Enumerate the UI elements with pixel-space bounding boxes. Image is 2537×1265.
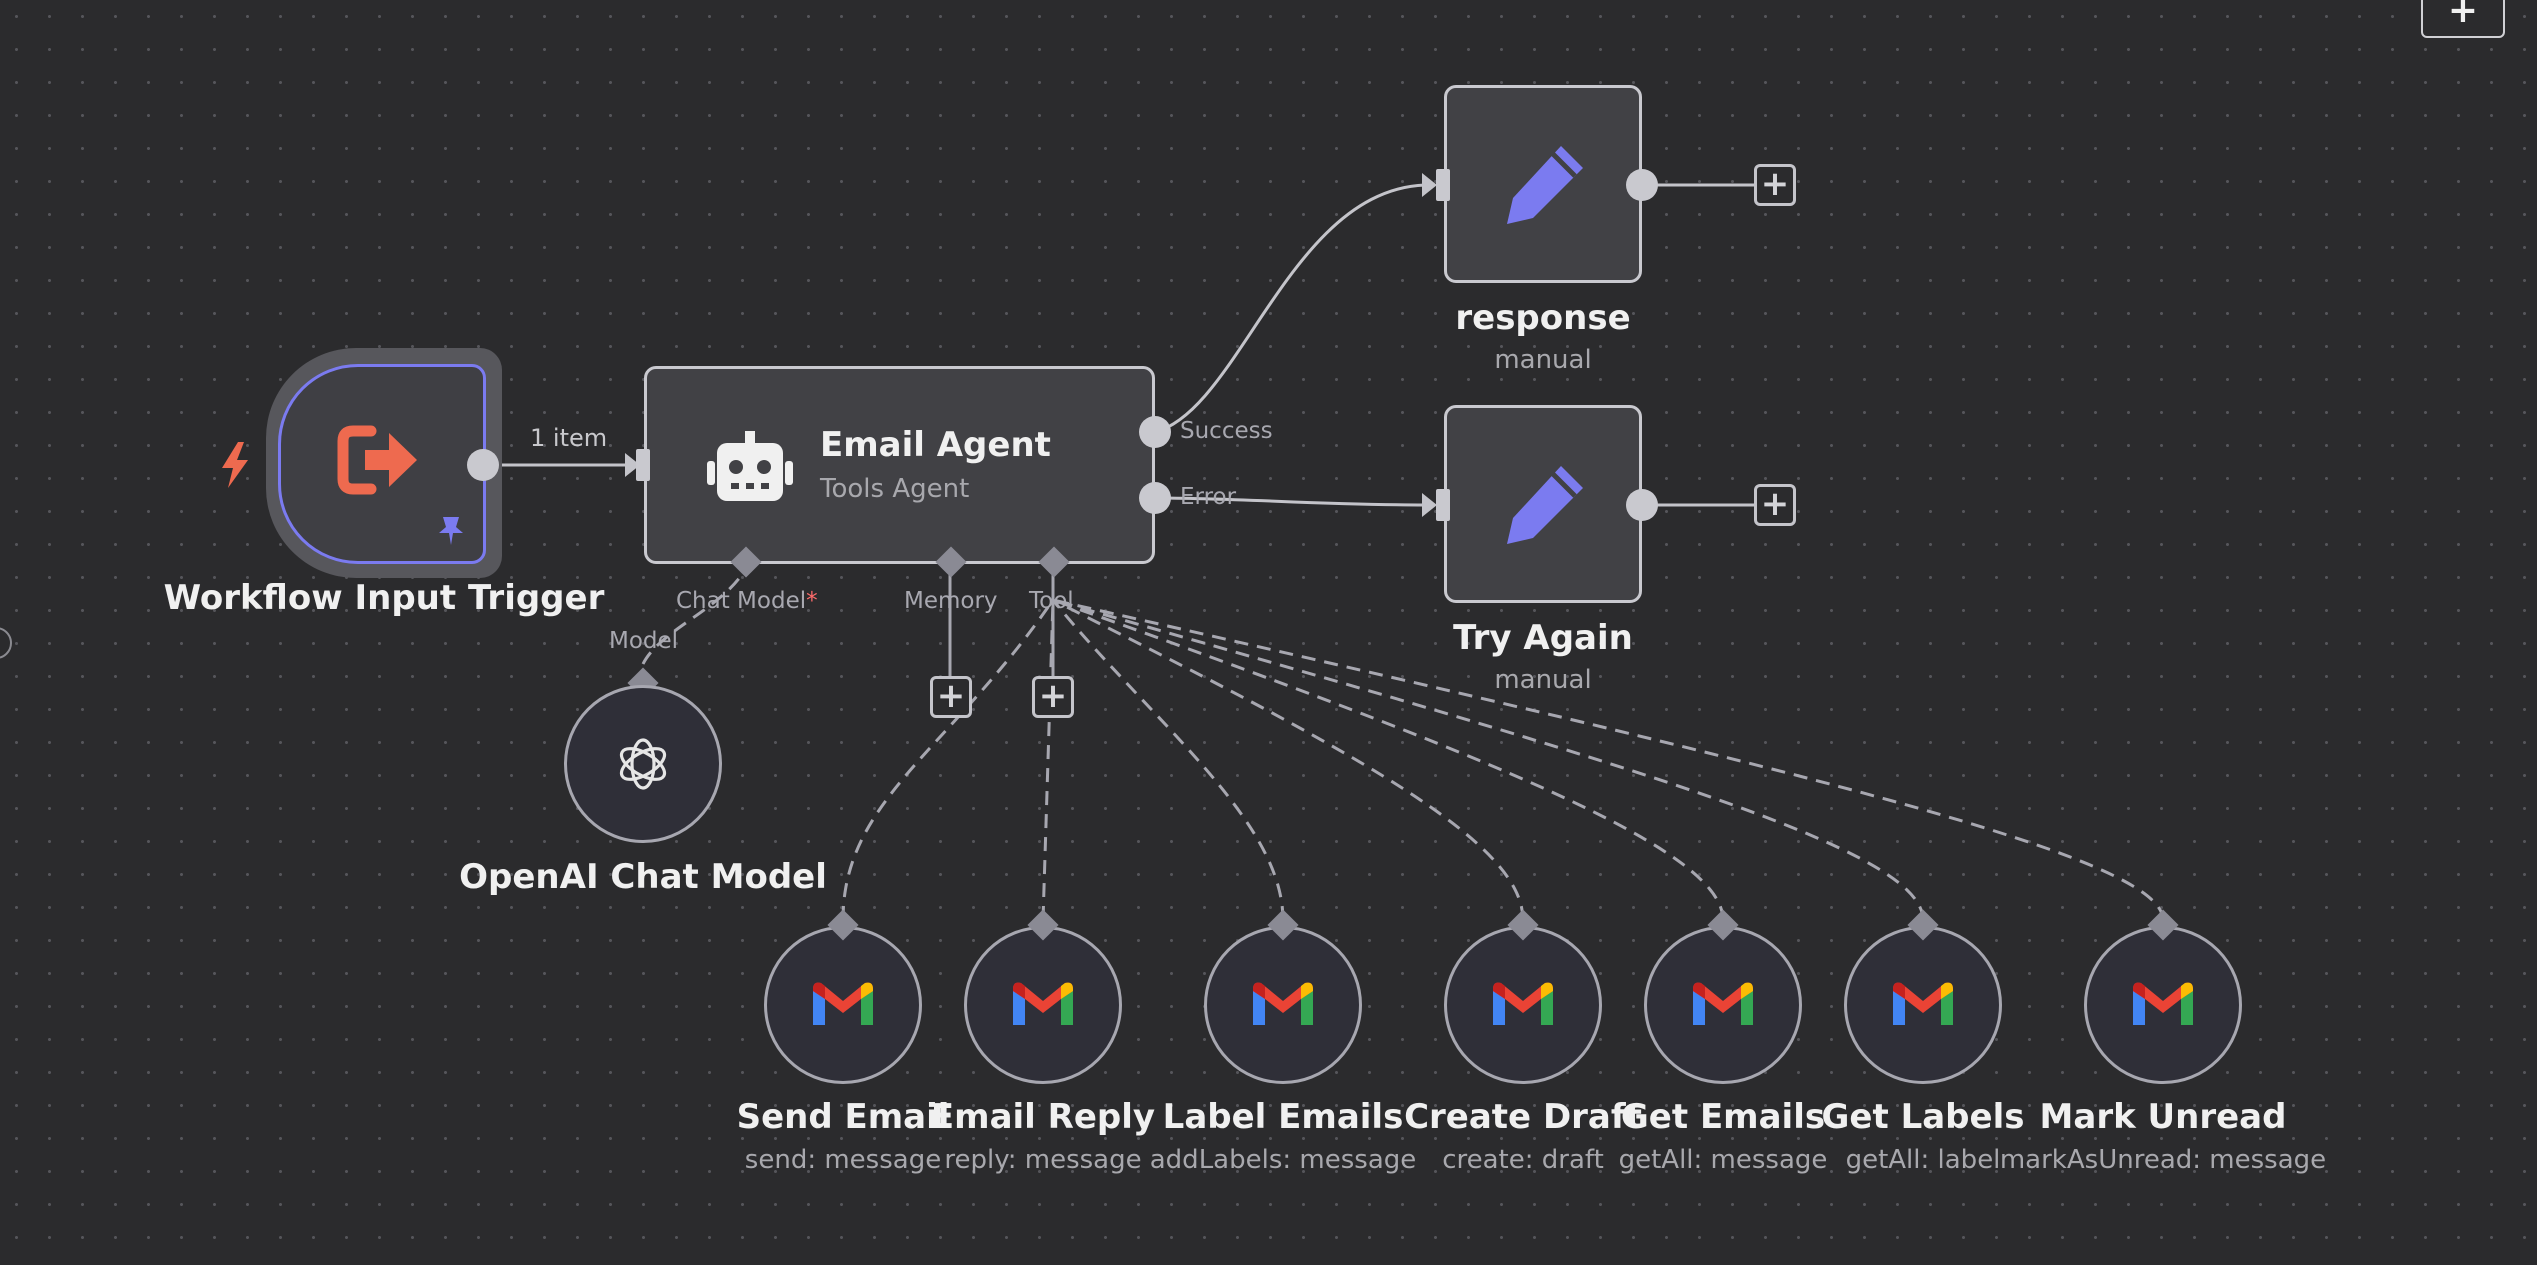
robot-icon [707,431,793,509]
get-emails-node[interactable] [1644,926,1802,1084]
try-again-node[interactable] [1444,405,1642,603]
add-node-button[interactable]: + [2421,0,2505,38]
workflow-input-trigger-node[interactable] [266,348,502,578]
gmail-icon [1691,979,1755,1033]
edge-tool-sendemail [841,599,1055,921]
response-node[interactable] [1444,85,1642,283]
edge-model-chatmodel [641,569,747,665]
response-subtitle: manual [1494,345,1592,375]
try-again-output-port[interactable] [1626,489,1658,521]
label-emails-title: Label Emails [1162,1097,1404,1137]
email-reply-title: Email Reply [930,1097,1156,1137]
mark-unread-title: Mark Unread [2039,1097,2287,1137]
edge-tool-emailreply [1041,599,1055,921]
mark-unread-node[interactable] [2084,926,2242,1084]
edge-tool-createdraft [1052,598,1525,921]
gmail-icon [1891,979,1955,1033]
send-email-node[interactable] [764,926,922,1084]
arrowhead-tryagain [1422,493,1437,517]
pencil-icon [1499,140,1589,234]
response-title: response [1455,298,1631,338]
try-again-title: Try Again [1453,618,1633,658]
edge-tool-labelemails [1051,599,1285,921]
create-draft-subtitle: create: draft [1442,1145,1604,1175]
pencil-icon [1499,460,1589,554]
get-labels-title: Get Labels [1821,1097,2025,1137]
edge-tool-markunread [1052,598,2165,921]
email-reply-subtitle: reply: message [944,1145,1142,1175]
plus-icon: + [2447,0,2479,31]
email-agent-node[interactable]: Email Agent Tools Agent [644,366,1155,564]
try-again-subtitle: manual [1494,665,1592,695]
email-agent-title: Email Agent [820,425,1051,465]
edge-tool-getemails [1052,598,1725,921]
gmail-icon [1251,979,1315,1033]
sign-in-icon [337,425,423,499]
response-input-port[interactable] [1436,169,1450,201]
email-agent-subtitle: Tools Agent [820,474,970,504]
edge-error-tryagain [1154,496,1426,507]
send-email-title: Send Email [736,1097,950,1137]
agent-error-port[interactable] [1139,482,1171,514]
agent-input-port[interactable] [636,449,650,481]
agent-success-port[interactable] [1139,416,1171,448]
mark-unread-subtitle: markAsUnread: message [1999,1145,2327,1175]
label-emails-node[interactable] [1204,926,1362,1084]
gmail-icon [1491,979,1555,1033]
try-again-input-port[interactable] [1436,489,1450,521]
model-port-label: Model [609,628,679,654]
create-draft-title: Create Draft [1404,1097,1642,1137]
success-port-label: Success [1180,418,1273,444]
trigger-output-port[interactable] [467,449,499,481]
add-tool-button[interactable]: + [1032,676,1074,718]
response-output-port[interactable] [1626,169,1658,201]
try-again-add-button[interactable]: + [1754,484,1796,526]
openai-chat-model-node[interactable] [564,685,722,843]
pin-icon [437,515,465,551]
gmail-icon [811,979,875,1033]
edge-success-response [1154,183,1426,434]
chat-model-port-label: Chat Model* [676,588,818,614]
add-memory-button[interactable]: + [930,676,972,718]
gmail-icon [1011,979,1075,1033]
memory-port-label: Memory [904,588,998,614]
openai-chat-model-title: OpenAI Chat Model [459,857,827,897]
trigger-title: Workflow Input Trigger [163,578,605,618]
arrowhead-agent [625,453,640,477]
create-draft-node[interactable] [1444,926,1602,1084]
gmail-icon [2131,979,2195,1033]
email-reply-node[interactable] [964,926,1122,1084]
get-labels-node[interactable] [1844,926,2002,1084]
tool-port-label: Tool [1029,588,1074,614]
response-add-button[interactable]: + [1754,164,1796,206]
get-emails-title: Get Emails [1620,1097,1826,1137]
get-emails-subtitle: getAll: message [1618,1145,1828,1175]
arrowhead-response [1422,173,1437,197]
get-labels-subtitle: getAll: label [1845,1145,2001,1175]
edge-label-item-count: 1 item [530,424,608,452]
trigger-bolt-icon [218,440,252,494]
error-port-label: Error [1180,484,1237,510]
label-emails-subtitle: addLabels: message [1149,1145,1417,1175]
edge-tool-getlabels [1052,598,1925,921]
required-marker: * [806,588,818,614]
openai-icon [613,734,673,798]
send-email-subtitle: send: message [744,1145,942,1175]
